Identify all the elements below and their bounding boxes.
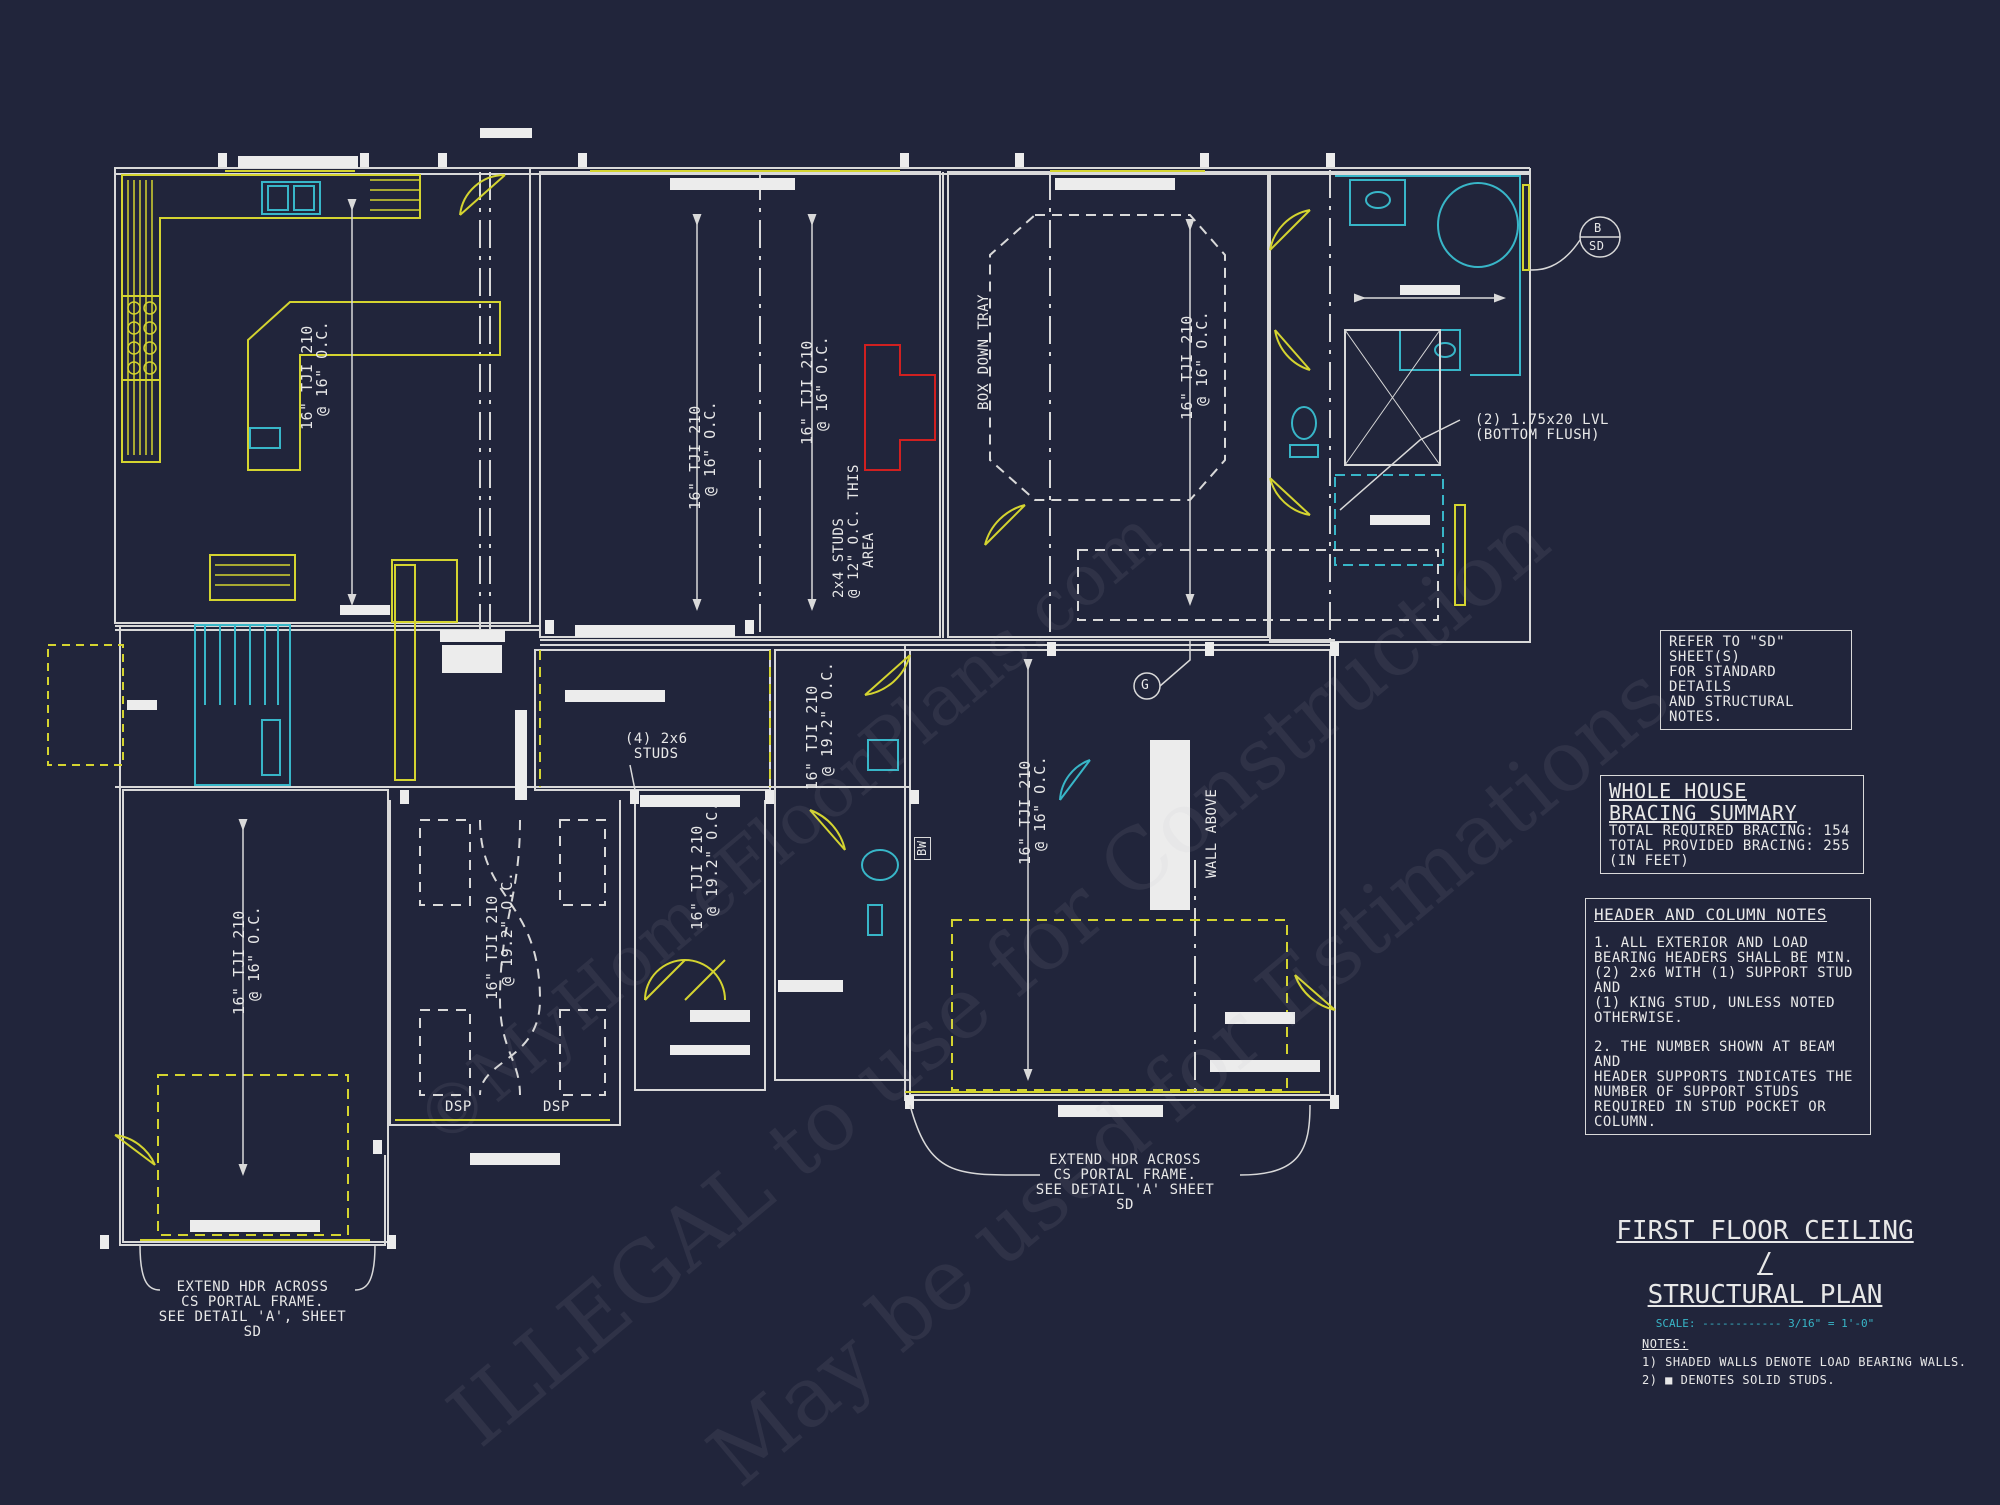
vault-ceiling bbox=[419, 819, 606, 1096]
title-scale: SCALE: ------------ 3/16" = 1'-0" bbox=[1655, 1317, 1875, 1330]
joist-spacing: @ 19.2" O.C. bbox=[703, 801, 721, 916]
extend-line: CS PORTAL FRAME. bbox=[1053, 1167, 1197, 1183]
studs2x6-line: STUDS bbox=[633, 746, 679, 762]
kitchen-counters bbox=[47, 174, 501, 766]
joist-label-garage: 16" TJI 210 @ 16" O.C. bbox=[230, 905, 263, 1015]
dashed-lines bbox=[479, 170, 1331, 1100]
dsp-label-2: DSP bbox=[543, 1099, 570, 1115]
header-note-line: NUMBER OF SUPPORT STUDS bbox=[1594, 1084, 1800, 1100]
bracing-heading: BRACING SUMMARY bbox=[1609, 801, 1798, 825]
stair-icon bbox=[194, 624, 899, 936]
studs-area-line: AREA bbox=[861, 532, 877, 568]
extend-line: EXTEND HDR ACROSS bbox=[1049, 1152, 1201, 1168]
top-wall bbox=[115, 167, 1531, 300]
extend-line: SEE DETAIL 'A' SHEET SD bbox=[1035, 1182, 1215, 1213]
joist-label-family: 16" TJI 210 @ 16" O.C. bbox=[686, 400, 719, 510]
joist-spacing: @ 16" O.C. bbox=[313, 320, 331, 416]
callout-lines bbox=[139, 216, 1621, 1291]
header-note-line: BEARING HEADERS SHALL BE MIN. bbox=[1594, 950, 1853, 966]
studs2x6-label: (4) 2x6 STUDS bbox=[625, 732, 688, 762]
refer-line: AND STRUCTURAL NOTES. bbox=[1669, 694, 1795, 725]
header-note-line: (2) 2x6 WITH (1) SUPPORT STUD AND bbox=[1594, 965, 1853, 996]
header-note-line: COLUMN. bbox=[1594, 1114, 1657, 1130]
studs-area-line: @ 12" O.C. THIS bbox=[846, 464, 862, 598]
studs-area-label: 2x4 STUDS @ 12" O.C. THIS AREA bbox=[831, 464, 877, 598]
stud-squares bbox=[100, 153, 1339, 1249]
joist-spacing: @ 19.2" O.C. bbox=[498, 871, 516, 986]
extend-line: SEE DETAIL 'A', SHEET SD bbox=[158, 1309, 347, 1340]
notes-item: 1) SHADED WALLS DENOTE LOAD BEARING WALL… bbox=[1642, 1355, 1967, 1369]
refer-note-box: REFER TO "SD" SHEET(S) FOR STANDARD DETA… bbox=[1660, 630, 1852, 730]
header-note-line: HEADER SUPPORTS INDICATES THE bbox=[1594, 1069, 1853, 1085]
box-tray-label: BOX DOWN TRAY bbox=[976, 293, 992, 410]
header-note-line: REQUIRED IN STUD POCKET OR bbox=[1594, 1099, 1827, 1115]
header-notes-box: HEADER AND COLUMN NOTES 1. ALL EXTERIOR … bbox=[1585, 898, 1871, 1135]
tray-ceiling bbox=[989, 214, 1439, 621]
header-note-line: 2. THE NUMBER SHOWN AT BEAM AND bbox=[1594, 1039, 1836, 1070]
kitchen-sink-icon bbox=[249, 181, 321, 449]
header-segments bbox=[140, 170, 1320, 1241]
exterior-trims bbox=[394, 184, 1530, 781]
title-line-1: FIRST FLOOR CEILING / bbox=[1616, 1216, 1914, 1278]
joist-label-great: 16" TJI 210 @ 16" O.C. bbox=[798, 335, 831, 445]
joist-spacing: @ 16" O.C. bbox=[701, 400, 719, 496]
bracing-summary-box: WHOLE HOUSE BRACING SUMMARY TOTAL REQUIR… bbox=[1600, 775, 1864, 874]
general-notes: NOTES: 1) SHADED WALLS DENOTE LOAD BEARI… bbox=[1642, 1335, 1966, 1389]
joist-label-den: 16" TJI 210 @ 16" O.C. bbox=[1016, 755, 1049, 865]
bracing-required: TOTAL REQUIRED BRACING: 154 bbox=[1609, 823, 1851, 839]
cooktop-icon bbox=[127, 301, 157, 375]
detail-tag-b: B bbox=[1594, 221, 1602, 235]
lvl-line: (BOTTOM FLUSH) bbox=[1475, 427, 1601, 443]
bracing-unit: (IN FEET) bbox=[1609, 853, 1690, 869]
bracing-heading: WHOLE HOUSE bbox=[1609, 779, 1747, 803]
lvl-label: (2) 1.75x20 LVL (BOTTOM FLUSH) bbox=[1475, 413, 1609, 443]
lvl-line: (2) 1.75x20 LVL bbox=[1475, 412, 1609, 428]
joist-spacing: @ 19.2" O.C. bbox=[818, 661, 836, 776]
kitchen-hatch bbox=[127, 179, 420, 586]
grid-tag-g: G bbox=[1141, 678, 1150, 693]
span-arrows bbox=[238, 199, 1506, 1176]
refer-line: REFER TO "SD" SHEET(S) bbox=[1669, 634, 1786, 665]
joist-label-kitchen: 16" TJI 210 @ 16" O.C. bbox=[298, 320, 331, 430]
title-line-2: STRUCTURAL PLAN bbox=[1647, 1280, 1883, 1310]
header-blocks bbox=[127, 128, 1460, 1232]
joist-label-bay: 16" TJI 210 @ 19.2" O.C. bbox=[483, 871, 516, 1000]
bracing-provided: TOTAL PROVIDED BRACING: 255 bbox=[1609, 838, 1851, 854]
detail-tag-sd: SD bbox=[1589, 239, 1605, 253]
header-note-line: (1) KING STUD, UNLESS NOTED bbox=[1594, 995, 1836, 1011]
fireplace-icon bbox=[864, 344, 936, 471]
notes-item: 2) ■ DENOTES SOLID STUDS. bbox=[1642, 1373, 1836, 1387]
extend-note-right: EXTEND HDR ACROSS CS PORTAL FRAME. SEE D… bbox=[1030, 1153, 1220, 1213]
header-note-line: 1. ALL EXTERIOR AND LOAD bbox=[1594, 935, 1809, 951]
joist-spacing: @ 16" O.C. bbox=[813, 335, 831, 431]
dsp-label-1: DSP bbox=[445, 1099, 472, 1115]
joist-label-hall: 16" TJI 210 @ 19.2" O.C. bbox=[688, 801, 721, 930]
garage-dashed bbox=[157, 650, 1288, 1236]
refer-line: FOR STANDARD DETAILS bbox=[1669, 664, 1777, 695]
plan-title: FIRST FLOOR CEILING / STRUCTURAL PLAN SC… bbox=[1610, 1215, 1920, 1330]
joist-label-master: 16" TJI 210 @ 16" O.C. bbox=[1178, 310, 1211, 420]
joist-spacing: @ 16" O.C. bbox=[245, 905, 263, 1001]
studs-area-line: 2x4 STUDS bbox=[831, 517, 847, 598]
header-notes-heading: HEADER AND COLUMN NOTES bbox=[1594, 905, 1828, 924]
door-swings bbox=[114, 173, 1336, 1166]
extend-line: EXTEND HDR ACROSS bbox=[176, 1279, 329, 1295]
notes-heading: NOTES: bbox=[1642, 1337, 1689, 1351]
extend-note-left: EXTEND HDR ACROSS CS PORTAL FRAME. SEE D… bbox=[150, 1280, 355, 1340]
joist-spacing: @ 16" O.C. bbox=[1031, 755, 1049, 851]
extend-line: CS PORTAL FRAME. bbox=[181, 1294, 324, 1310]
master-bath-fixtures bbox=[1289, 175, 1521, 566]
joist-label-laundry: 16" TJI 210 @ 19.2" O.C. bbox=[803, 661, 836, 790]
joist-spacing: @ 16" O.C. bbox=[1193, 310, 1211, 406]
wall-above-label: WALL ABOVE bbox=[1204, 788, 1220, 878]
bw-label: BW bbox=[914, 836, 931, 860]
studs2x6-line: (4) 2x6 bbox=[625, 731, 688, 747]
header-note-line: OTHERWISE. bbox=[1594, 1010, 1684, 1026]
